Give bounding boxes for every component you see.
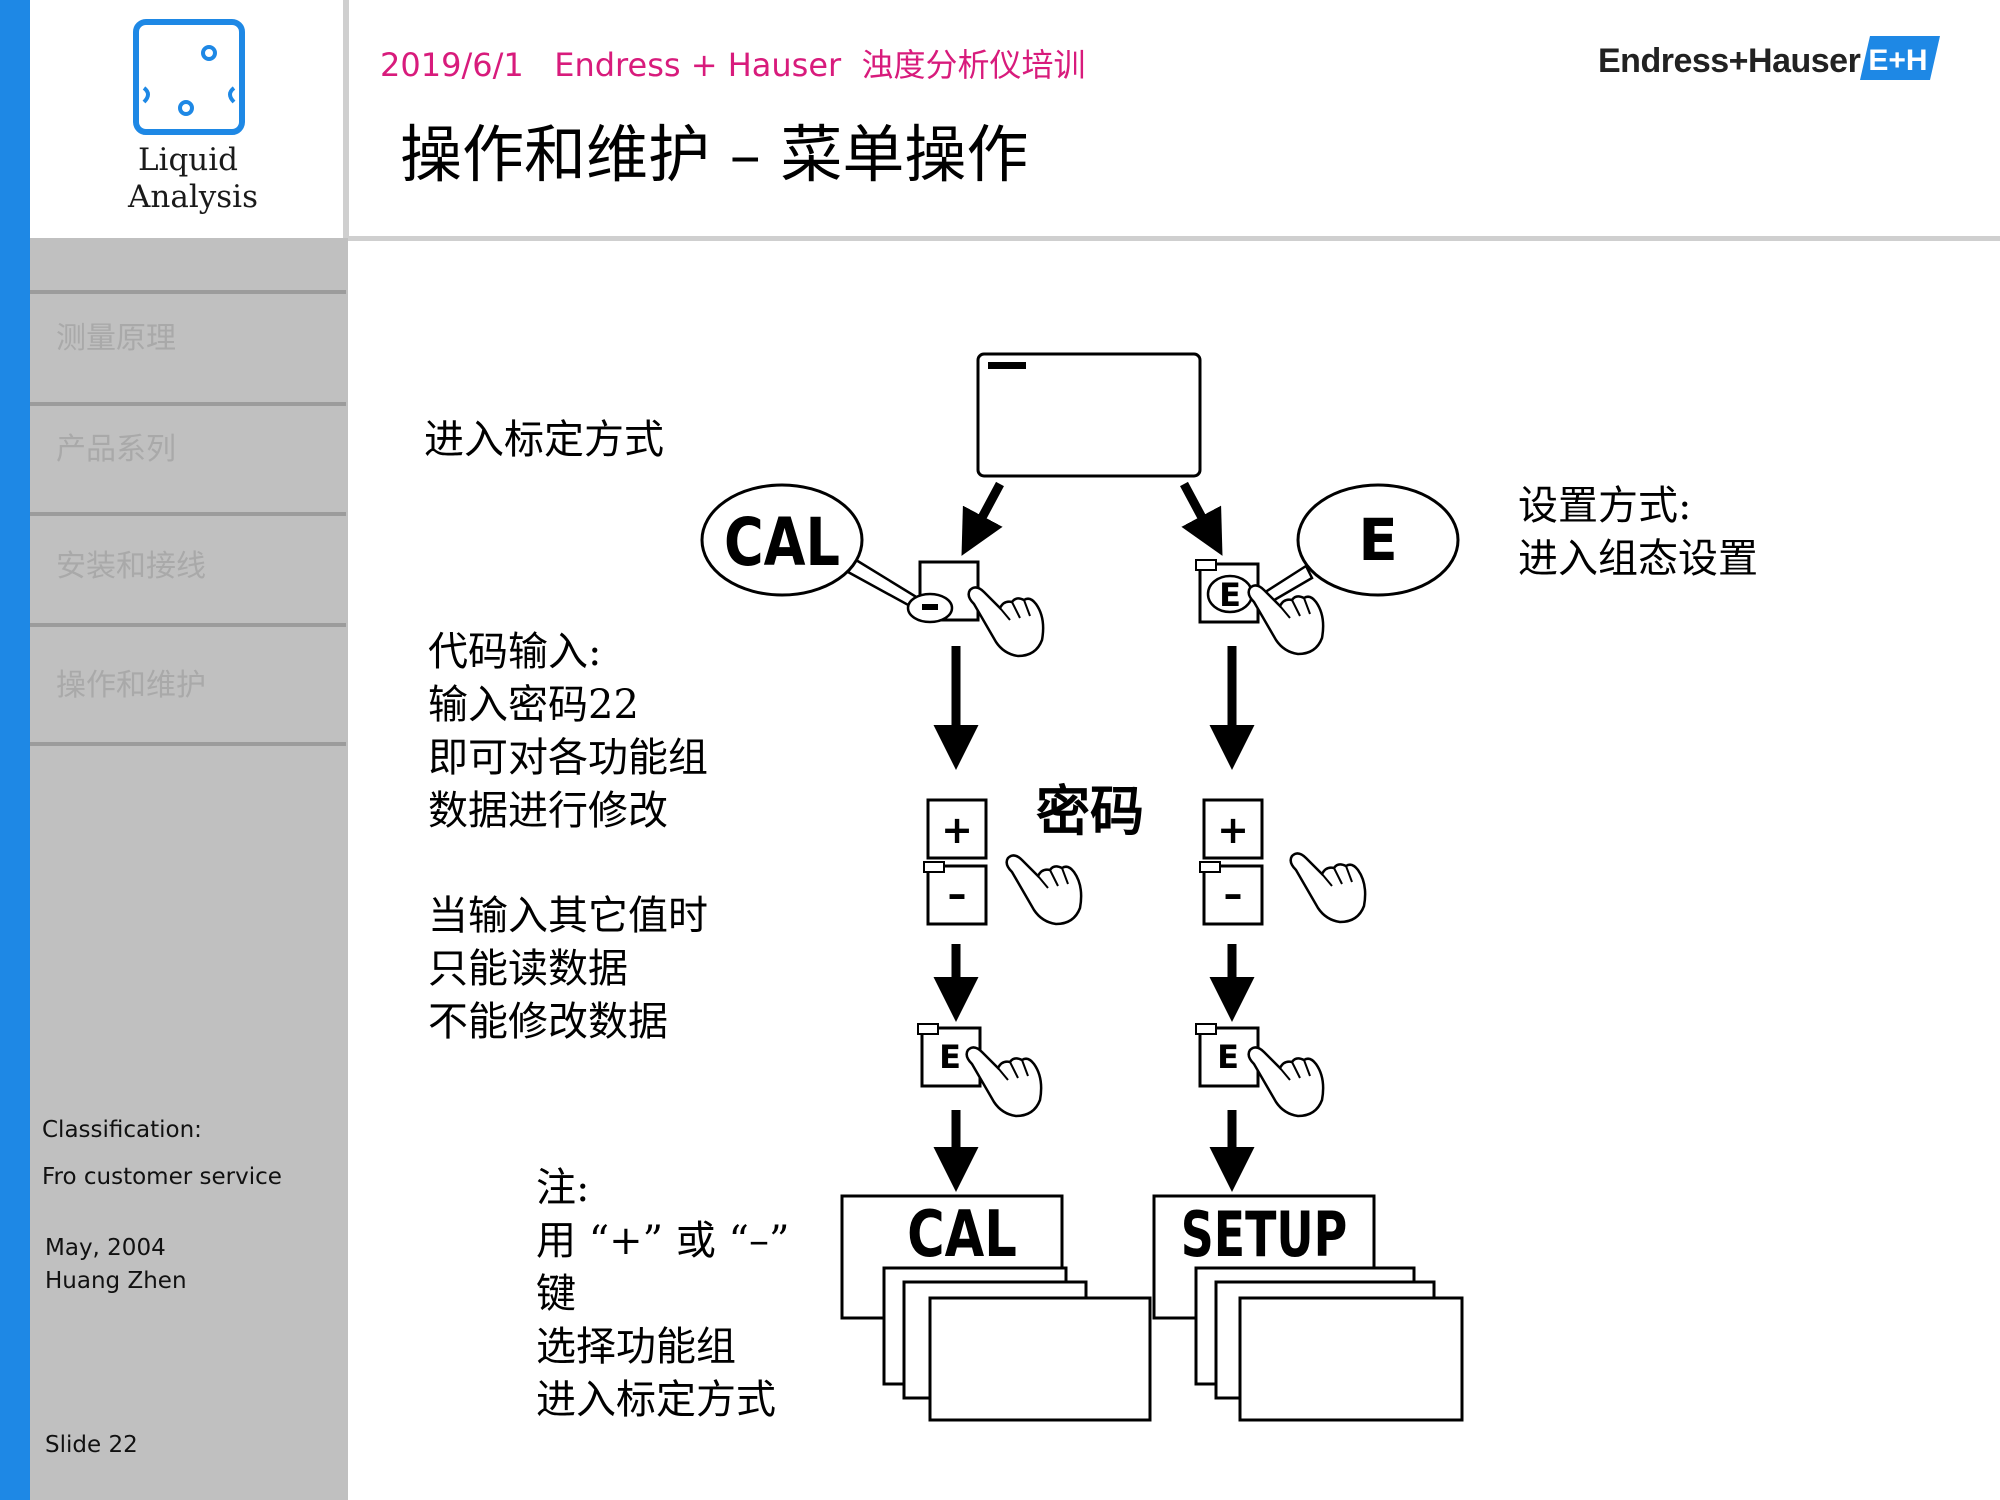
slide-number: Slide 22 xyxy=(45,1432,138,1458)
cal-menu-label: CAL xyxy=(907,1196,1017,1271)
setup-note-line-1: 设置方式: xyxy=(1518,483,1692,529)
sidebar-item-principle[interactable]: 测量原理 xyxy=(56,321,176,356)
minus-key-label: – xyxy=(948,872,967,916)
pointing-hand-icon xyxy=(967,586,1045,658)
e-key-label: E xyxy=(1219,576,1241,614)
logo-line-2: Analysis xyxy=(128,179,258,215)
brand-mark-text: E+H xyxy=(1868,44,1927,77)
liquid-analysis-logo-icon xyxy=(133,19,245,135)
other-note-line-1: 当输入其它值时 xyxy=(428,893,708,939)
minus-key-right[interactable]: – xyxy=(1199,861,1264,926)
header-subtitle: 2019/6/1 Endress + Hauser 浊度分析仪培训 xyxy=(380,40,1086,86)
code-note-line-3: 即可对各功能组 xyxy=(428,735,708,781)
minus-key-left[interactable]: – xyxy=(923,861,988,926)
display-screen xyxy=(976,352,1202,478)
sidebar-item-operation[interactable]: 操作和维护 xyxy=(56,668,206,703)
sidebar-item-installation[interactable]: 安装和接线 xyxy=(56,549,206,584)
cal-key-button[interactable] xyxy=(906,560,980,624)
logo-label: Liquid Analysis xyxy=(128,142,258,216)
logo-line-1: Liquid xyxy=(137,142,239,178)
code-note-line-4: 数据进行修改 xyxy=(428,788,668,834)
arrow-to-e xyxy=(1180,481,1223,556)
pointing-hand-icon xyxy=(1247,1046,1325,1118)
plus-key-label: + xyxy=(1217,808,1249,852)
plus-key-left[interactable]: + xyxy=(926,798,988,860)
cal-mode-note: 进入标定方式 xyxy=(424,417,664,463)
pointing-hand-icon xyxy=(1247,584,1325,656)
sidebar-divider xyxy=(30,512,346,516)
e-bubble-label: E xyxy=(1358,506,1398,574)
pointing-hand-icon xyxy=(1289,852,1367,924)
sidebar xyxy=(30,238,348,1500)
classification-label: Classification: xyxy=(42,1117,202,1143)
minus-key-label: – xyxy=(1224,872,1243,916)
setup-note-line-2: 进入组态设置 xyxy=(1518,536,1758,582)
arrow-to-cal xyxy=(961,481,1004,556)
other-note-line-2: 只能读数据 xyxy=(428,946,628,992)
sidebar-divider xyxy=(30,290,346,294)
key-usage-note: 注: 用 “+” 或 “–” 键选择功能组进入标定方式 xyxy=(536,1162,789,1427)
slide-date: May, 2004 xyxy=(45,1235,166,1261)
header-brand-text: Endress + Hauser xyxy=(554,46,842,84)
brand-name: Endress+Hauser xyxy=(1598,42,1861,80)
enter-key-right[interactable]: E xyxy=(1195,1023,1260,1088)
header-rule xyxy=(348,236,2000,241)
sidebar-divider xyxy=(30,623,346,627)
enter-key-label: E xyxy=(1217,1038,1239,1076)
sidebar-item-products[interactable]: 产品系列 xyxy=(56,432,176,467)
setup-mode-note: 设置方式: 进入组态设置 xyxy=(1518,480,1758,586)
enter-key-left[interactable]: E xyxy=(917,1023,982,1088)
password-label: 密码 xyxy=(1036,779,1144,843)
plus-key-label: + xyxy=(941,808,973,852)
header-date: 2019/6/1 xyxy=(380,46,524,84)
header-divider xyxy=(343,0,349,238)
enter-key-label: E xyxy=(939,1038,961,1076)
key-note-line-1: 注: xyxy=(536,1165,590,1211)
setup-menu-label: SETUP xyxy=(1181,1198,1347,1271)
e-key-callout: E xyxy=(1254,483,1460,608)
setup-menu-stack: SETUP xyxy=(1152,1194,1464,1422)
plus-key-right[interactable]: + xyxy=(1202,798,1264,860)
left-accent-bar xyxy=(0,0,30,1500)
cal-bubble-label: CAL xyxy=(724,505,840,582)
code-note-line-1: 代码输入: xyxy=(428,629,602,675)
sidebar-divider xyxy=(30,742,346,746)
pointing-hand-icon xyxy=(1005,854,1083,926)
code-entry-note: 代码输入: 输入密码22 即可对各功能组数据进行修改 xyxy=(428,626,708,838)
cal-menu-stack: CAL xyxy=(840,1194,1152,1422)
page-title: 操作和维护 – 菜单操作 xyxy=(400,118,1029,191)
slide-author: Huang Zhen xyxy=(45,1268,187,1294)
other-value-note: 当输入其它值时只能读数据不能修改数据 xyxy=(428,890,708,1049)
cal-key-callout: CAL xyxy=(700,483,921,608)
classification-value: Fro customer service xyxy=(42,1164,282,1190)
key-note-line-4: 选择功能组 xyxy=(536,1324,736,1370)
other-note-line-3: 不能修改数据 xyxy=(428,999,668,1045)
key-note-line-2: 用 “+” 或 “–” xyxy=(536,1218,790,1264)
key-note-line-3: 键 xyxy=(536,1271,576,1317)
sidebar-divider xyxy=(30,402,346,406)
code-note-line-2: 输入密码22 xyxy=(428,682,639,728)
key-note-line-5: 进入标定方式 xyxy=(536,1377,776,1423)
endress-hauser-logo-icon: E+H xyxy=(1860,36,1940,80)
header-course: 浊度分析仪培训 xyxy=(861,46,1086,84)
